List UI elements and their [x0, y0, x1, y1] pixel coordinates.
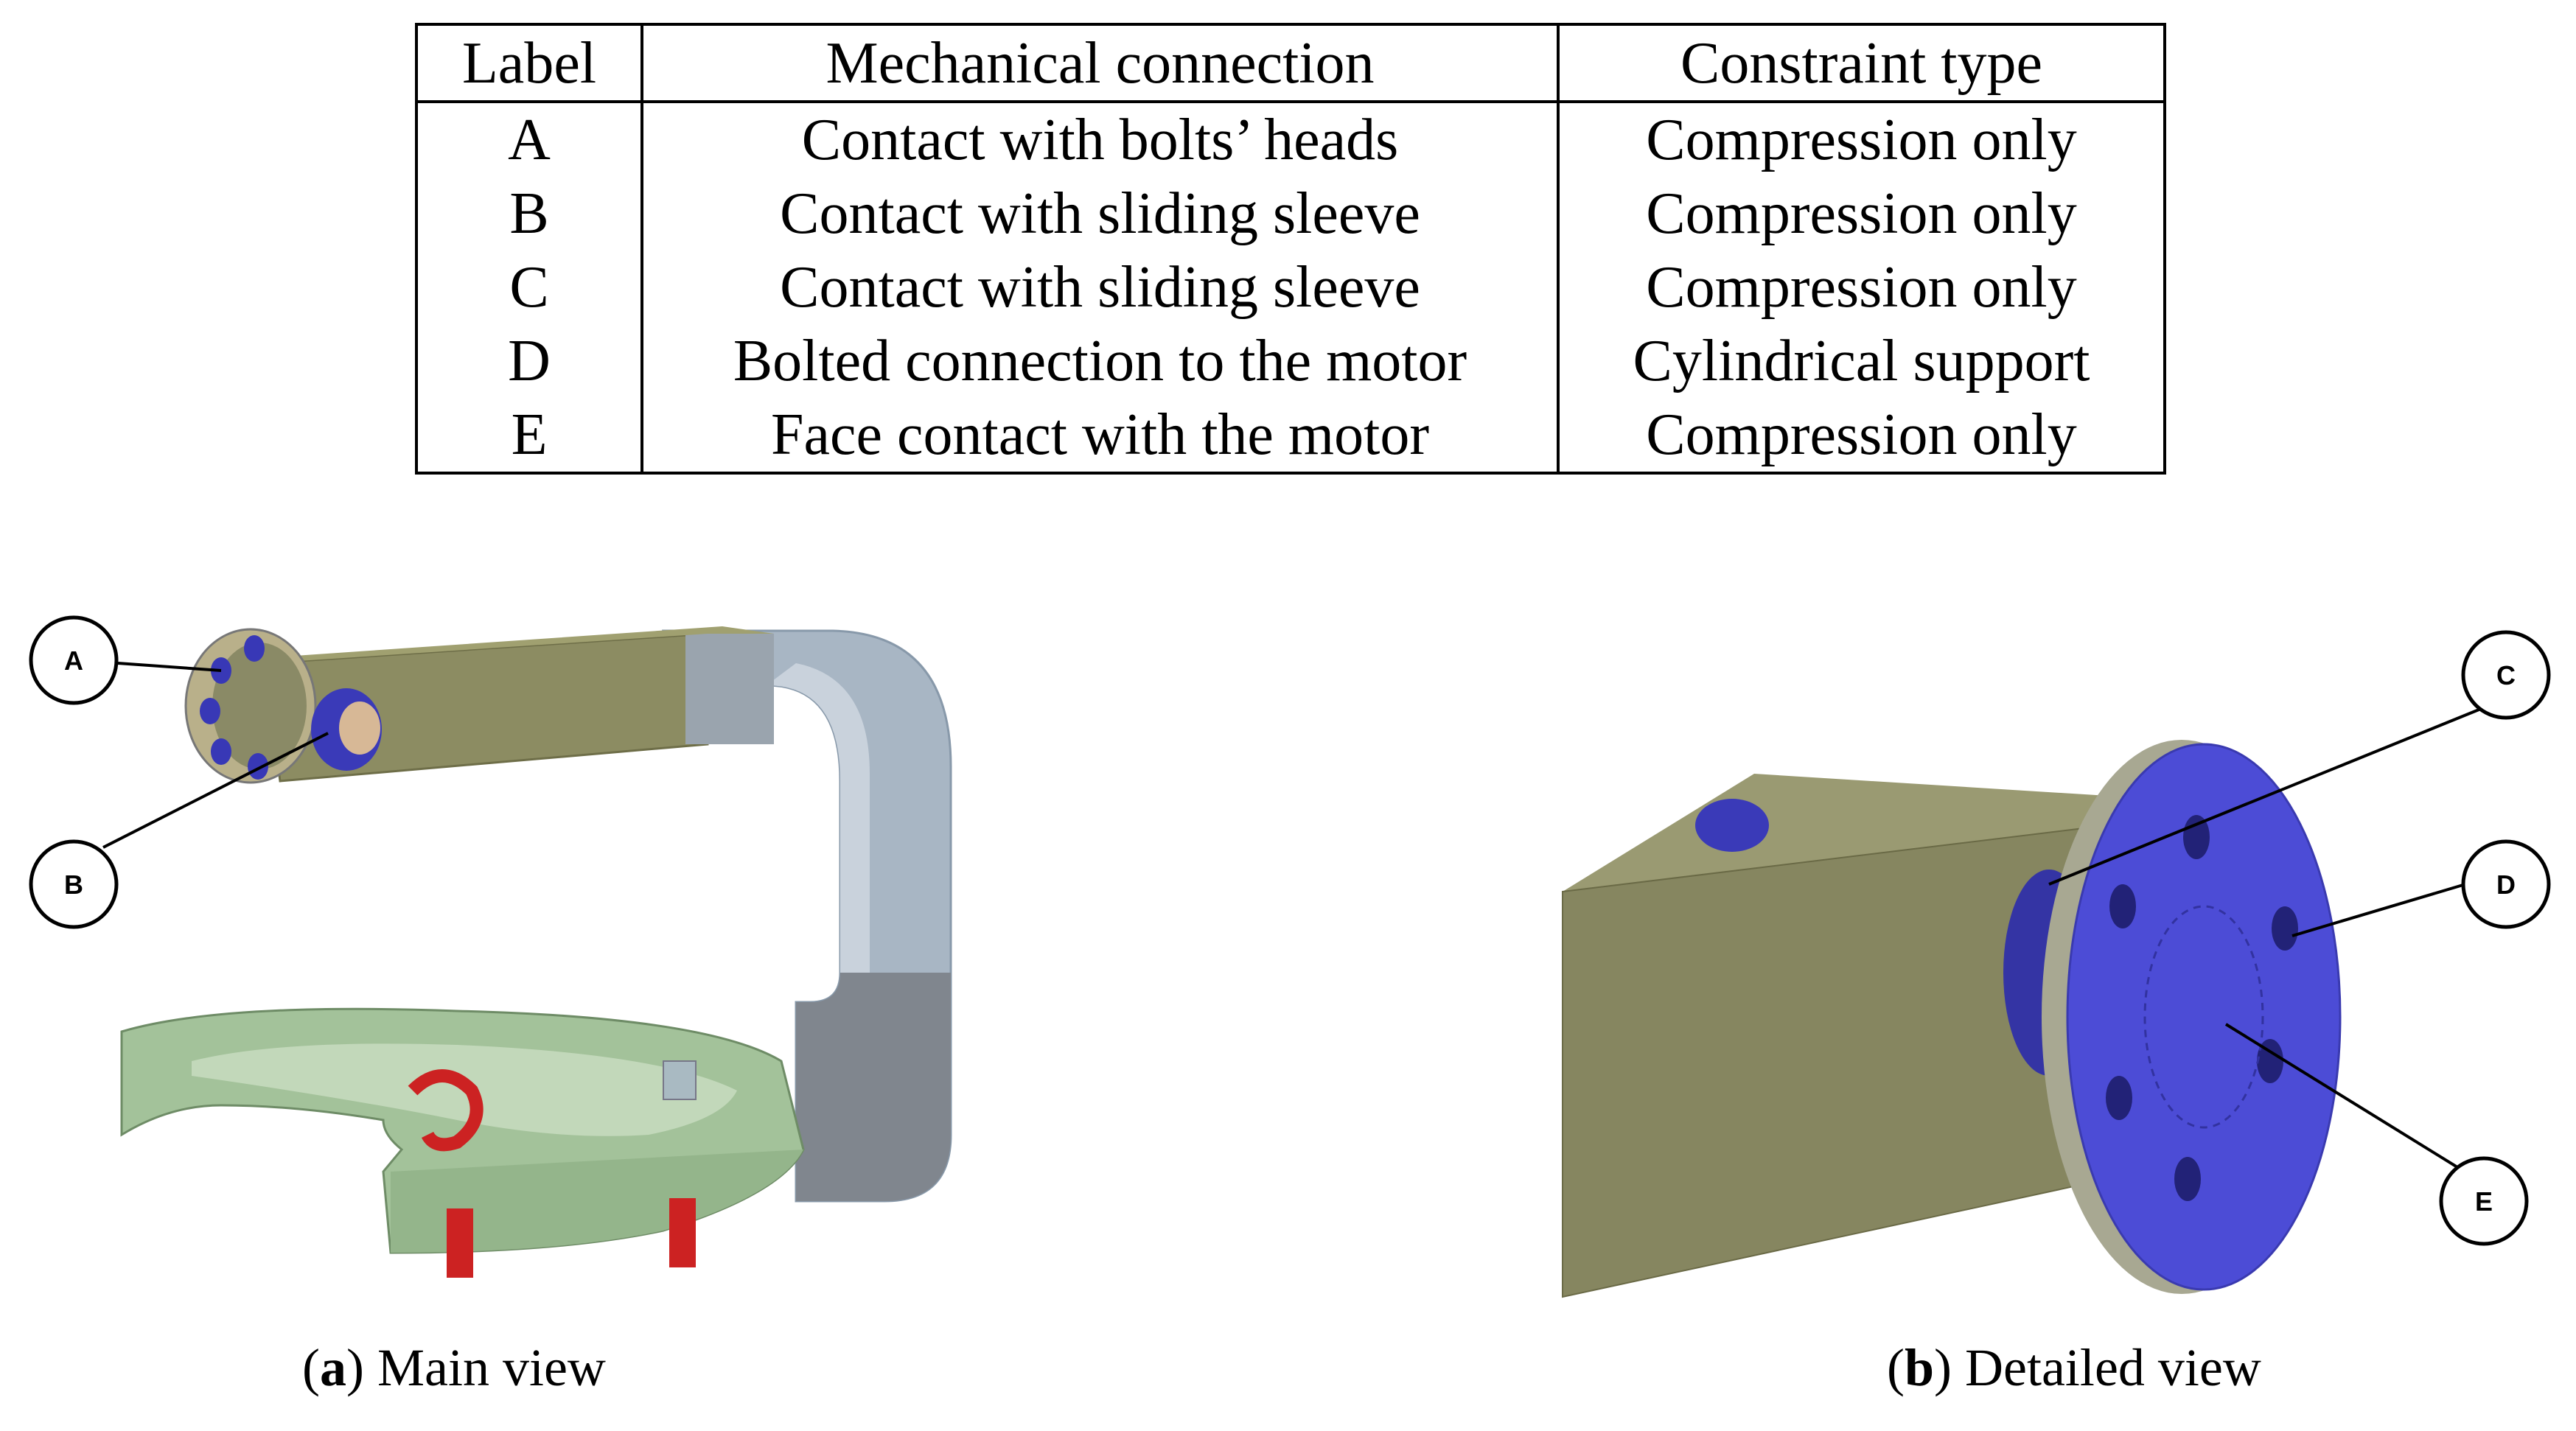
arm-top-face	[265, 626, 774, 663]
header-mechanical-connection: Mechanical connection	[642, 24, 1560, 103]
caption-b-letter: b	[1904, 1338, 1935, 1397]
detail-center-face	[2143, 905, 2264, 1129]
cell-connection: Contact with bolts’ heads	[642, 102, 1560, 177]
figure-detailed-view: C D E	[1562, 630, 2551, 1298]
cell-constraint: Cylindrical support	[1633, 329, 2090, 393]
red-pin-right	[669, 1198, 696, 1267]
constraint-table-wrap: Label Mechanical connection Constraint t…	[415, 23, 2166, 475]
caption-a-letter: a	[319, 1338, 346, 1397]
red-pin-left	[447, 1208, 473, 1278]
caption-detailed-view: (b) Detailed view	[1887, 1338, 2261, 1397]
callout-a-leader	[117, 662, 222, 672]
callout-b-label: B	[64, 870, 83, 900]
base-ring-front	[391, 1150, 803, 1253]
detail-back-bolt	[1695, 799, 1769, 852]
cell-connection: Contact with sliding sleeve	[642, 177, 1560, 251]
cell-label: D	[416, 324, 643, 398]
table-header-row: Label Mechanical connection Constraint t…	[416, 24, 2165, 103]
caption-a-text: Main view	[377, 1338, 606, 1397]
callout-c-leader	[2048, 691, 2521, 886]
table-row: E Face contact with the motor Compressio…	[416, 398, 2165, 473]
caption-b-text: Detailed view	[1965, 1338, 2261, 1397]
base-bolt-right	[663, 1060, 697, 1100]
cell-constraint: Compression only	[1646, 255, 2077, 320]
callout-e-leader	[2224, 1023, 2478, 1180]
arm-end-block	[685, 634, 774, 744]
cell-connection: Face contact with the motor	[642, 398, 1560, 473]
callout-b-leader	[102, 732, 329, 849]
cell-label: C	[416, 251, 643, 324]
table-row: B Contact with sliding sleeve Compressio…	[416, 177, 2165, 251]
c-frame-shadow	[796, 973, 951, 1201]
callout-c-label: C	[2496, 660, 2516, 690]
caption-main-view: (a) Main view	[302, 1338, 606, 1397]
callout-d-leader	[2291, 883, 2466, 937]
header-constraint-type: Constraint type	[1558, 24, 2165, 103]
constraint-table: Label Mechanical connection Constraint t…	[415, 23, 2166, 475]
cell-label: A	[416, 102, 643, 177]
table-row: A Contact with bolts’ heads Compression …	[416, 102, 2165, 177]
c-frame-highlight	[767, 663, 870, 973]
sleeve-pin-core	[339, 701, 380, 755]
cell-connection: Contact with sliding sleeve	[642, 251, 1560, 324]
red-clip	[408, 1069, 484, 1152]
callout-a-label: A	[64, 645, 83, 676]
table-row: C Contact with sliding sleeve Compressio…	[416, 251, 2165, 324]
cell-label: B	[416, 177, 643, 251]
cell-label: E	[416, 398, 643, 473]
callout-e-label: E	[2475, 1186, 2493, 1217]
callout-d-circle	[2461, 839, 2551, 929]
cell-constraint: Compression only	[1646, 402, 2077, 467]
detail-flange	[2066, 743, 2342, 1291]
callout-a-circle	[29, 615, 119, 705]
figure-main-view: A B	[29, 615, 952, 1278]
callout-c-circle	[2461, 630, 2551, 720]
table-row: D Bolted connection to the motor Cylindr…	[416, 324, 2165, 398]
cell-constraint: Compression only	[1646, 181, 2077, 246]
bolt-flange-rim	[212, 643, 307, 769]
cell-constraint: Compression only	[1646, 108, 2077, 172]
callout-b-circle	[29, 839, 119, 929]
callout-d-label: D	[2496, 870, 2516, 900]
header-label: Label	[416, 24, 643, 103]
callout-e-circle	[2439, 1156, 2529, 1246]
cell-connection: Bolted connection to the motor	[642, 324, 1560, 398]
